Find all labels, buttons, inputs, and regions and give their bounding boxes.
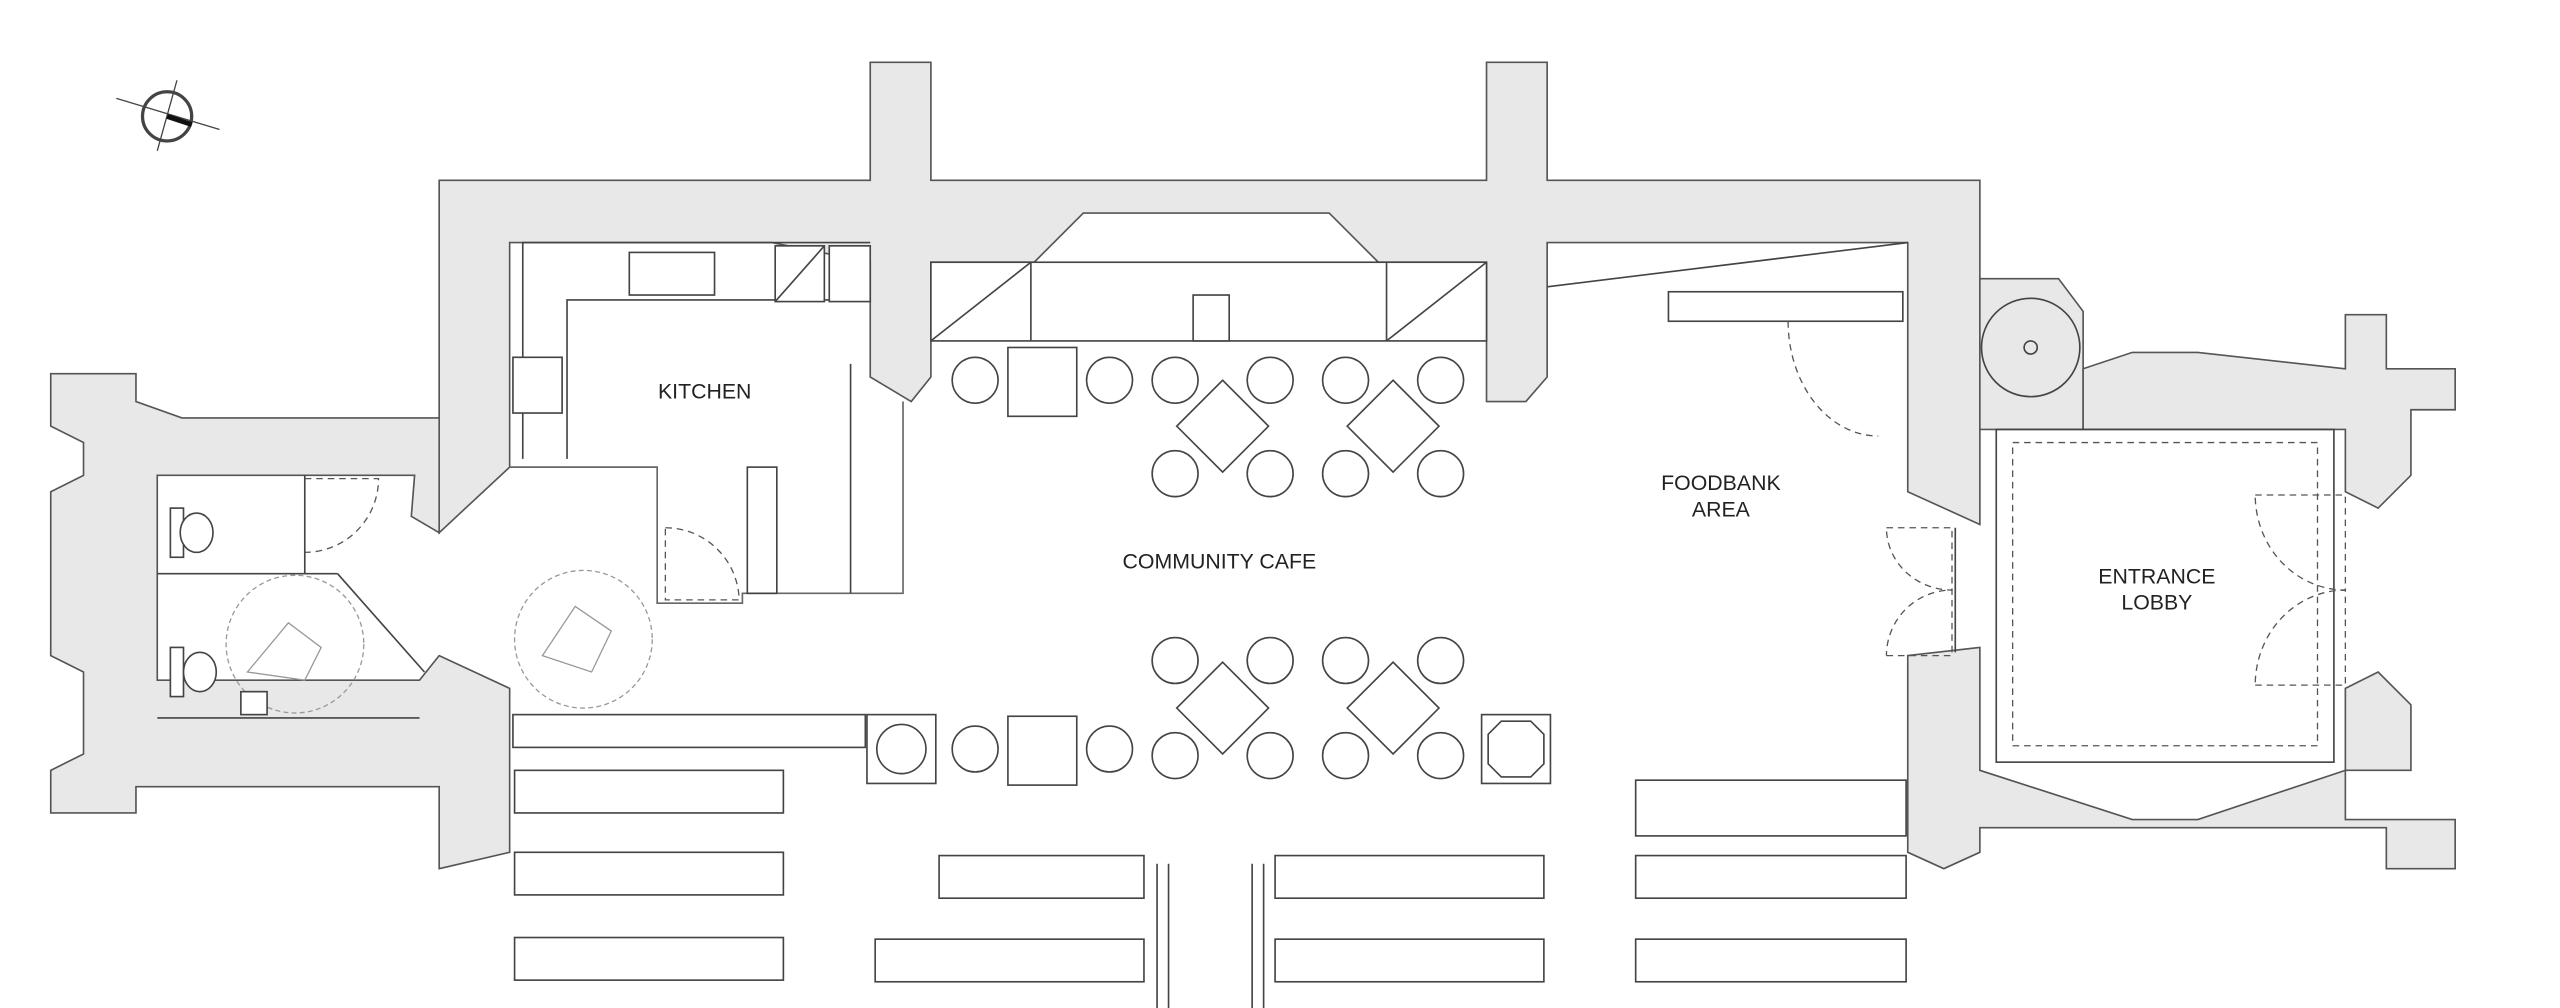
chair [951, 356, 999, 405]
chair [1246, 449, 1294, 498]
chair [1151, 636, 1199, 685]
chair [1151, 731, 1199, 780]
chair [1321, 731, 1370, 780]
cafe-furniture [951, 346, 1465, 786]
chair [1085, 725, 1134, 773]
foodbank-label-line1: FOODBANK [1661, 471, 1781, 495]
north-arrow-icon [116, 80, 220, 151]
foodbank-label-line2: AREA [1692, 497, 1751, 521]
chair [1416, 449, 1465, 498]
chair [1321, 356, 1370, 405]
chair [1246, 636, 1294, 685]
chair [1246, 356, 1294, 405]
chair [1321, 636, 1370, 685]
chair [1416, 731, 1465, 780]
kitchen-fittings [512, 241, 872, 601]
kitchen-label: KITCHEN [658, 379, 751, 403]
doors [304, 477, 2347, 686]
chair [1246, 731, 1294, 780]
chair [1151, 449, 1199, 498]
pews [513, 769, 1907, 1008]
chair [951, 725, 999, 773]
wc-fittings [169, 507, 268, 716]
chair [1085, 356, 1134, 405]
chair [1321, 449, 1370, 498]
spiral-stair [1980, 297, 2081, 398]
entrance-lobby-label-line1: ENTRANCE [2098, 564, 2215, 588]
chair [1151, 356, 1199, 405]
servery-counter [512, 241, 1908, 785]
chair [1416, 356, 1465, 405]
community-cafe-label: COMMUNITY CAFE [1123, 550, 1317, 574]
entrance-lobby-label-line2: LOBBY [2121, 591, 2192, 615]
chair [1416, 636, 1465, 685]
partitions [157, 401, 2335, 763]
